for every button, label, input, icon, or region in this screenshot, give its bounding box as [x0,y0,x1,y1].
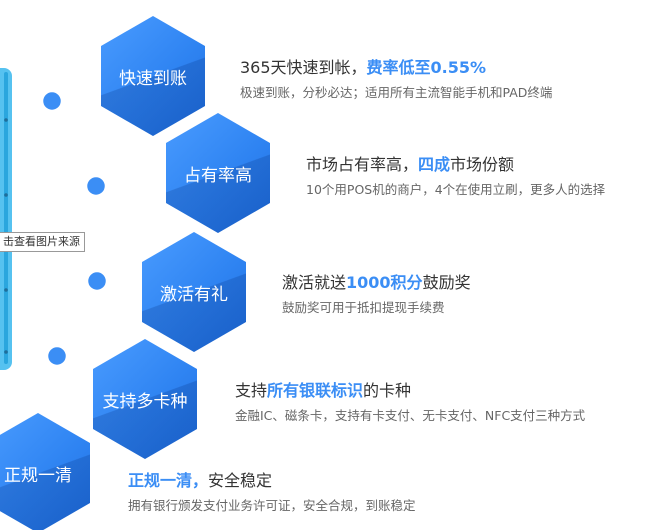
hex-label: 正规一清 [4,465,72,486]
circle-dot-icon [85,175,107,197]
circle-dot-icon [41,90,63,112]
feature-subtitle: 极速到账，分秒必达；适用所有主流智能手机和PAD终端 [240,85,553,100]
title-text: 激活就送 [282,273,347,292]
feature-compliance: 正规一清，安全稳定 拥有银行颁发支付业务许可证，安全合规，到账稳定 [128,470,416,514]
title-highlight: 四成 [418,155,451,174]
hex-label: 快速到账 [119,68,187,89]
ring-dots [41,90,108,367]
title-highlight: 1000积分 [346,273,423,292]
feature-multi-card: 支持所有银联标识的卡种 金融IC、磁条卡，支持有卡支付、无卡支付、NFC支付三种… [235,380,585,424]
feature-subtitle: 10个用POS机的商户，4个在使用立刷，更多人的选择 [306,182,606,197]
device-dot [4,193,8,197]
title-text: 市场份额 [450,155,515,174]
hex-label: 激活有礼 [160,284,228,305]
image-source-tooltip[interactable]: 击查看图片来源 [0,232,85,252]
circle-dot-icon [86,270,108,292]
title-text: 的卡种 [363,381,412,400]
title-highlight: 费率低至0.55% [366,58,487,77]
feature-title: 365天快速到帐，费率低至0.55% [240,57,552,79]
device-edge [4,72,8,364]
feature-title: 正规一清，安全稳定 [128,470,416,492]
circle-dot-icon [46,345,68,367]
hexagon-compliance: 正规一清 [0,413,90,530]
title-text: 安全稳定 [208,471,273,490]
title-highlight: 正规一清， [128,471,209,490]
title-highlight: 所有银联标识 [267,381,364,400]
title-text: 支持 [235,381,268,400]
device-dot [4,118,8,122]
feature-title: 激活就送1000积分鼓励奖 [282,272,471,294]
feature-subtitle: 拥有银行颁发支付业务许可证，安全合规，到账稳定 [128,498,416,513]
feature-speed: 365天快速到帐，费率低至0.55% 极速到账，分秒必达；适用所有主流智能手机和… [240,57,552,101]
hex-label: 占有率高 [184,165,252,186]
title-text: 365天快速到帐， [240,58,367,77]
feature-activation-gift: 激活就送1000积分鼓励奖 鼓励奖可用于抵扣提现手续费 [282,272,471,316]
feature-subtitle: 金融IC、磁条卡，支持有卡支付、无卡支付、NFC支付三种方式 [235,408,586,423]
hex-label: 支持多卡种 [102,391,188,412]
title-text: 鼓励奖 [422,273,471,292]
feature-market-share: 市场占有率高，四成市场份额 10个用POS机的商户，4个在使用立刷，更多人的选择 [306,154,605,198]
device-graphic [0,68,12,370]
feature-subtitle: 鼓励奖可用于抵扣提现手续费 [282,300,445,315]
feature-title: 支持所有银联标识的卡种 [235,380,585,402]
title-text: 市场占有率高， [306,155,419,174]
device-dot [4,350,8,354]
device-dot [4,288,8,292]
feature-title: 市场占有率高，四成市场份额 [306,154,605,176]
